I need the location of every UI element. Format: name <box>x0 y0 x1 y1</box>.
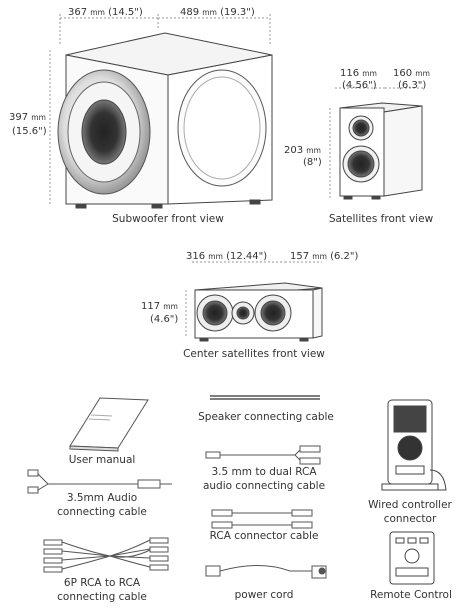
sub-height-dim: 397 mm <box>9 112 46 123</box>
center-depth-dim: 157 mm (6.2") <box>290 251 359 262</box>
center-width-dim: 316 mm (12.44") <box>186 251 268 262</box>
rca-cable-caption: RCA connector cable <box>209 530 319 542</box>
dual-rca-caption-1: 3.5 mm to dual RCA <box>211 466 317 478</box>
remote-caption: Remote Control <box>370 589 452 601</box>
six-rca-caption-2: connecting cable <box>57 591 147 603</box>
center-height-dim: 117 mm <box>141 301 178 312</box>
sat-depth-in: (6.3") <box>398 80 427 91</box>
speaker-cable-caption: Speaker connecting cable <box>198 411 334 423</box>
sat-depth-dim: 160 mm <box>393 68 430 79</box>
sat-width-in: (4.56") <box>342 80 377 91</box>
sat-height-dim: 203 mm <box>284 145 321 156</box>
sub-height-in: (15.6") <box>12 126 47 137</box>
wired-controller-caption-2: connector <box>383 513 437 525</box>
center-drawing <box>185 261 323 342</box>
user-manual-caption: User manual <box>68 454 136 466</box>
audio-cable-caption-2: connecting cable <box>57 506 147 518</box>
power-cord-drawing <box>205 565 327 579</box>
wired-controller-drawing <box>381 399 447 491</box>
rca-cable-drawing <box>211 509 313 529</box>
satellites-caption: Satellites front view <box>328 213 434 225</box>
satellite-drawing <box>329 87 425 200</box>
six-rca-cable-drawing <box>43 537 169 573</box>
sat-width-dim: 116 mm <box>340 68 377 79</box>
power-cord-caption: power cord <box>234 589 294 601</box>
sat-height-in: (8") <box>303 157 322 168</box>
sub-depth-dim: 367 mm (14.5") <box>68 7 143 18</box>
sub-width-dim: 489 mm (19.3") <box>180 7 255 18</box>
subwoofer-drawing <box>49 14 273 209</box>
wired-controller-caption-1: Wired controller <box>368 499 452 511</box>
user-manual-drawing <box>69 397 149 452</box>
remote-drawing <box>389 531 435 585</box>
dual-rca-caption-2: audio connecting cable <box>202 480 326 492</box>
subwoofer-caption: Subwoofer front view <box>112 213 224 225</box>
audio-cable-drawing <box>27 469 172 494</box>
center-caption: Center satellites front view <box>183 348 325 360</box>
dual-rca-cable-drawing <box>205 445 321 465</box>
center-height-in: (4.6") <box>150 314 179 325</box>
audio-cable-caption-1: 3.5mm Audio <box>66 492 138 504</box>
speaker-cable-drawing <box>210 395 320 400</box>
six-rca-caption-1: 6P RCA to RCA <box>63 577 141 589</box>
